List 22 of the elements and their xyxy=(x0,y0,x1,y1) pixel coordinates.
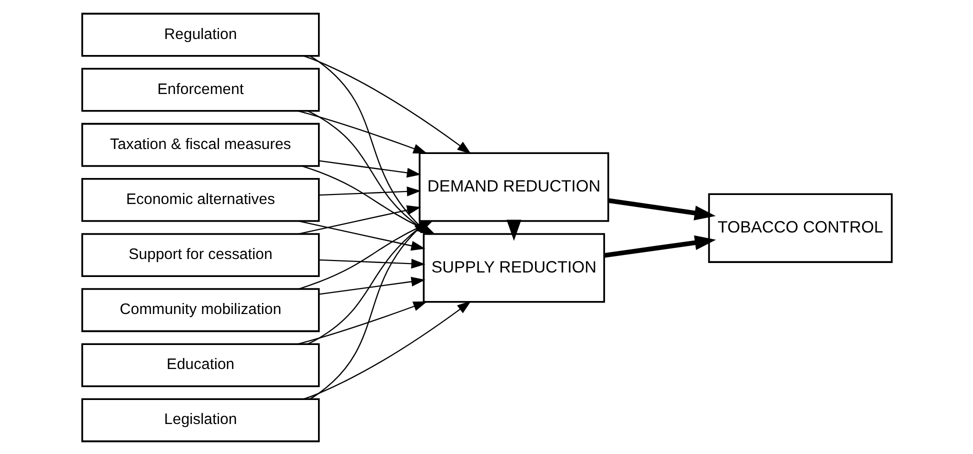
arrow xyxy=(608,198,716,220)
node-box: Education xyxy=(80,342,320,387)
node-box: Enforcement xyxy=(80,67,320,112)
node-box: Taxation & fiscal measures xyxy=(80,122,320,166)
arrow xyxy=(297,110,427,154)
node-box: Support for cessation xyxy=(80,232,320,276)
node-box: TOBACCO CONTROL xyxy=(708,192,892,262)
node-box: Legislation xyxy=(80,398,320,442)
arrow xyxy=(603,234,716,258)
arrow xyxy=(298,204,421,234)
arrow xyxy=(303,300,471,400)
node-box: Regulation xyxy=(80,12,320,56)
arrow xyxy=(318,276,425,294)
arrow xyxy=(297,300,427,344)
node-box: Economic alternatives xyxy=(80,178,320,222)
node-box: Community mobilization xyxy=(80,288,320,332)
arrow xyxy=(318,160,420,178)
arrow xyxy=(298,220,425,250)
arrow xyxy=(318,258,425,268)
node-box: SUPPLY REDUCTION xyxy=(422,232,605,302)
arrow xyxy=(303,54,471,154)
arrow xyxy=(318,186,420,196)
